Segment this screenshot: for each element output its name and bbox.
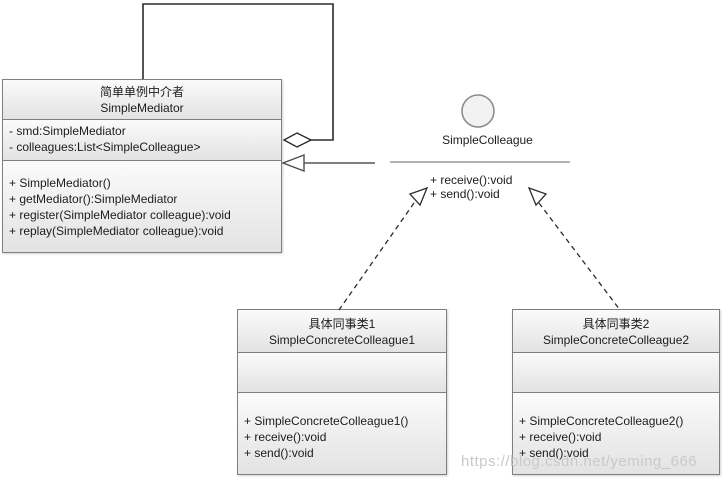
colleague1-realization-dashed-line [338, 202, 415, 311]
mediator-title-en: SimpleMediator [100, 101, 184, 115]
colleague1-title-cn: 具体同事类1 [308, 317, 376, 331]
colleague2-method: + send():void [519, 446, 589, 460]
colleague1-method: + receive():void [244, 430, 327, 444]
realization-triangle-left-icon [281, 153, 305, 173]
colleague2-method: + receive():void [519, 430, 602, 444]
colleague2-realization-dashed-line [538, 202, 621, 311]
colleague2-attributes-section [513, 353, 719, 393]
colleague1-method: + SimpleConcreteColleague1() [244, 414, 409, 428]
interface-name-label: SimpleColleague [442, 133, 533, 147]
colleague1-class-header: 具体同事类1 SimpleConcreteColleague1 [238, 310, 446, 353]
mediator-class-header: 简单单例中介者 SimpleMediator [3, 80, 281, 120]
colleague2-class-box: 具体同事类2 SimpleConcreteColleague2 + Simple… [512, 309, 720, 475]
colleague1-title-en: SimpleConcreteColleague1 [268, 333, 416, 347]
mediator-attribute: - smd:SimpleMediator [9, 124, 126, 138]
colleague2-methods-section: + SimpleConcreteColleague2() + receive()… [513, 393, 719, 474]
colleague2-title-cn: 具体同事类2 [582, 317, 650, 331]
mediator-class-box: 简单单例中介者 SimpleMediator - smd:SimpleMedia… [2, 79, 282, 253]
mediator-attributes-section: - smd:SimpleMediator - colleagues:List<S… [3, 120, 281, 161]
colleague2-realization-triangle-icon [527, 186, 548, 207]
interface-lollipop-circle-icon [461, 94, 495, 128]
colleague2-class-header: 具体同事类2 SimpleConcreteColleague2 [513, 310, 719, 353]
mediator-method: + register(SimpleMediator colleague):voi… [9, 208, 231, 222]
interface-method: + send():void [430, 187, 500, 201]
mediator-method: + getMediator():SimpleMediator [9, 192, 178, 206]
interface-method: + receive():void [430, 173, 513, 187]
colleague1-attributes-section [238, 353, 446, 393]
mediator-attribute: - colleagues:List<SimpleColleague> [9, 140, 201, 154]
colleague2-title-en: SimpleConcreteColleague2 [542, 333, 690, 347]
colleague1-class-box: 具体同事类1 SimpleConcreteColleague1 + Simple… [237, 309, 447, 475]
mediator-method: + replay(SimpleMediator colleague):void [9, 224, 224, 238]
mediator-method: + SimpleMediator() [9, 176, 111, 190]
watermark-text: https://blog.csdn.net/yeming_666 [461, 453, 698, 470]
colleague1-realization-triangle-icon [408, 186, 429, 207]
colleague1-methods-section: + SimpleConcreteColleague1() + receive()… [238, 393, 446, 474]
mediator-methods-section: + SimpleMediator() + getMediator():Simpl… [3, 161, 281, 252]
colleague1-method: + send():void [244, 446, 314, 460]
colleague2-method: + SimpleConcreteColleague2() [519, 414, 684, 428]
mediator-title-cn: 简单单例中介者 [99, 85, 184, 99]
aggregation-diamond-icon [282, 132, 313, 148]
